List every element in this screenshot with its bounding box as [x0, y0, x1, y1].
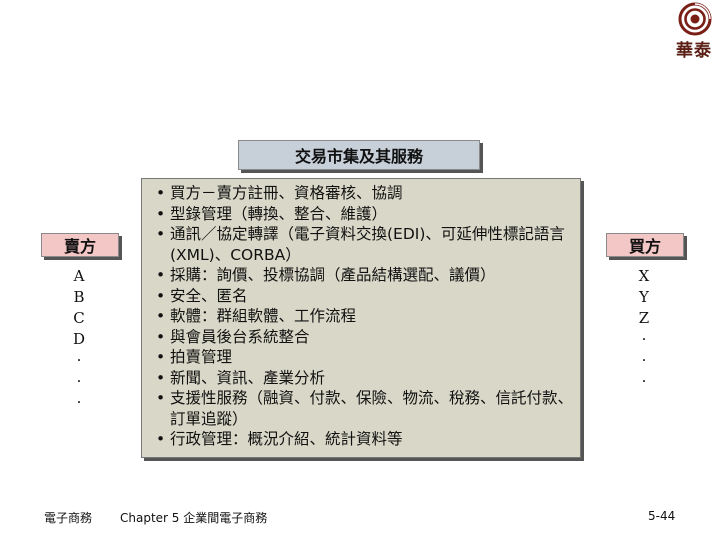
buyer-item: ·	[641, 372, 647, 390]
page-number: 5-44	[648, 509, 676, 523]
buyer-item: ·	[641, 351, 647, 369]
footer-chapter: Chapter 5 企業間電子商務	[120, 511, 268, 525]
service-item: 與會員後台系統整合	[154, 327, 574, 348]
buyer-list: X Y Z · · ·	[624, 266, 664, 392]
seller-list: A B C D · · ·	[59, 266, 99, 413]
seller-label: 賣方	[41, 233, 119, 257]
spiral-logo-icon	[678, 2, 712, 36]
services-list: 買方－賣方註冊、資格審核、協調 型錄管理（轉換、整合、維護） 通訊／協定轉譯（電…	[154, 183, 574, 450]
service-item: 型錄管理（轉換、整合、維護）	[154, 204, 574, 225]
services-box: 買方－賣方註冊、資格審核、協調 型錄管理（轉換、整合、維護） 通訊／協定轉譯（電…	[141, 178, 581, 458]
buyer-item: ·	[641, 330, 647, 348]
service-item: 拍賣管理	[154, 347, 574, 368]
footer-course: 電子商務	[44, 511, 93, 525]
service-item: 買方－賣方註冊、資格審核、協調	[154, 183, 574, 204]
seller-item: ·	[76, 393, 82, 411]
service-item: 軟體：群組軟體、工作流程	[154, 306, 574, 327]
buyer-item: X	[638, 267, 650, 285]
buyer-item: Y	[639, 288, 649, 306]
diagram-title: 交易市集及其服務	[238, 140, 480, 170]
service-item: 通訊／協定轉譯（電子資料交換(EDI)、可延伸性標記語言(XML)、CORBA）	[154, 224, 574, 265]
seller-item: B	[73, 288, 85, 306]
service-item: 新聞、資訊、產業分析	[154, 368, 574, 389]
buyer-item: Z	[638, 309, 650, 327]
seller-item: D	[72, 330, 86, 348]
service-item: 支援性服務（融資、付款、保險、物流、稅務、信託付款、訂單追蹤）	[154, 388, 574, 429]
seller-item: A	[73, 267, 85, 285]
service-item: 採購：詢價、投標協調（產品結構選配、議價）	[154, 265, 574, 286]
service-item: 行政管理：概況介紹、統計資料等	[154, 429, 574, 450]
seller-item: C	[73, 309, 85, 327]
seller-item: ·	[76, 351, 82, 369]
buyer-label: 買方	[606, 233, 684, 257]
service-item: 安全、匿名	[154, 286, 574, 307]
company-logo: 華泰	[668, 2, 720, 66]
logo-text: 華泰	[676, 41, 712, 61]
seller-item: ·	[76, 372, 82, 390]
